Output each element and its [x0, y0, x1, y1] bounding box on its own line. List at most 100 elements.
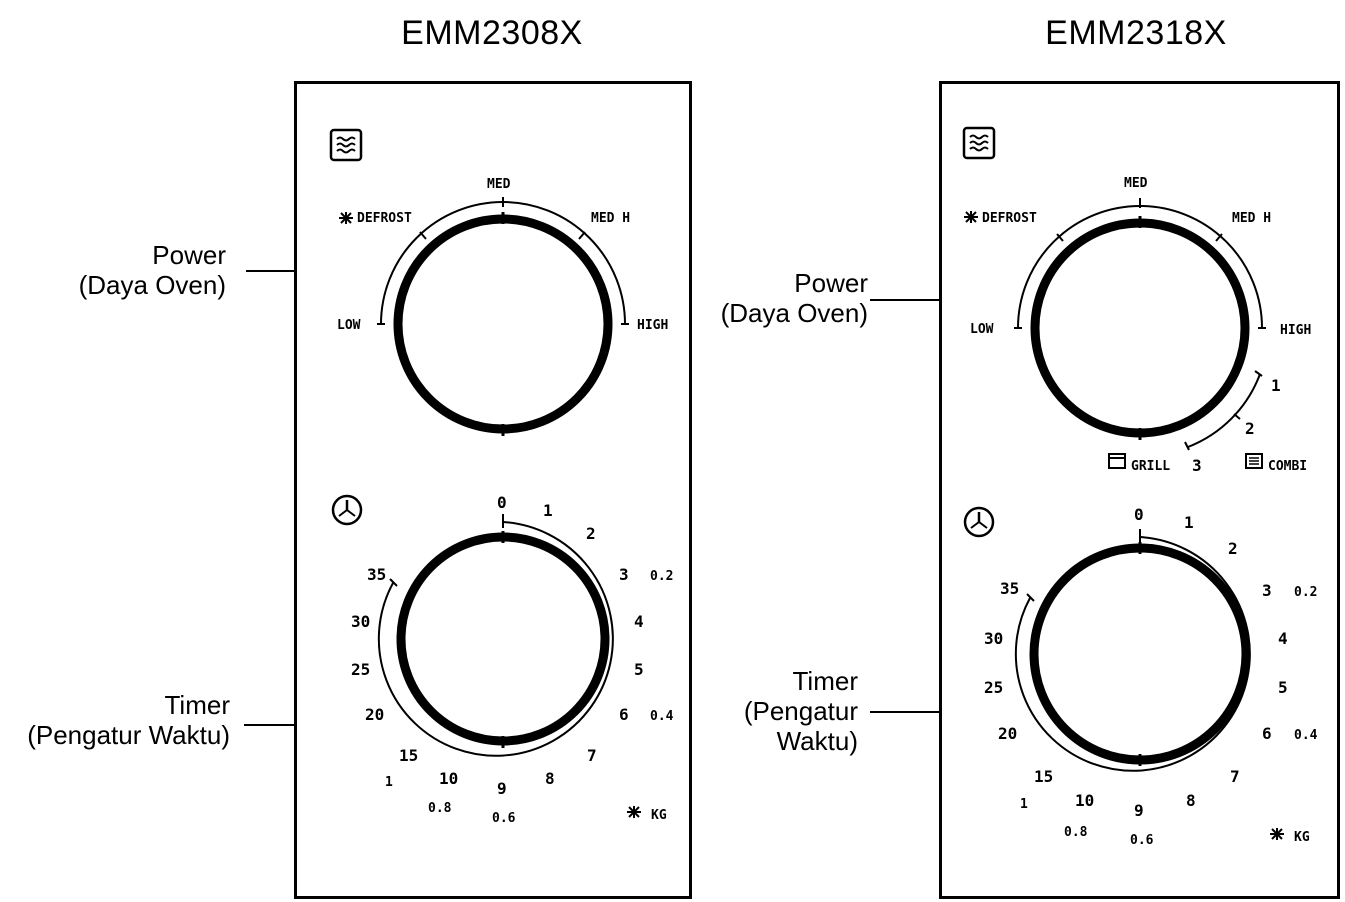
timer-minute: 25 — [351, 660, 370, 679]
grill-icon — [1108, 453, 1126, 469]
timer-sublabel: (Pengatur Waktu) — [27, 720, 230, 750]
timer-minute: 9 — [497, 779, 507, 798]
timer-kg-unit: KG — [1294, 830, 1310, 845]
microwave-icon — [962, 126, 996, 160]
power-medh-label: MED H — [591, 211, 630, 226]
power-dial[interactable]: LOW DEFROST MED MED H HIGH — [337, 177, 668, 436]
timer-scale-arc — [1014, 536, 1251, 772]
timer-knob[interactable] — [396, 532, 610, 746]
power-low-label: LOW — [337, 318, 361, 333]
combi-step-label: 3 — [1192, 456, 1202, 475]
timer-sublabel: (Pengatur — [743, 696, 858, 726]
timer-minute: 5 — [634, 660, 644, 679]
power-callout-1: Power (Daya Oven) — [20, 240, 226, 300]
timer-callout-2: Timer (Pengatur Waktu) — [660, 666, 858, 756]
snowflake-icon — [1270, 828, 1284, 840]
timer-kg-labels: 0.2 0.4 0.6 0.8 1 — [1020, 585, 1318, 848]
power-high-label: HIGH — [637, 318, 668, 333]
microwave-icon — [329, 128, 363, 162]
clock-icon — [963, 506, 995, 538]
timer-kg: 0.4 — [1294, 728, 1318, 743]
combi-step-label: 1 — [1271, 376, 1281, 395]
timer-minute: 8 — [545, 769, 555, 788]
timer-minute: 0 — [497, 493, 507, 512]
snowflake-icon — [339, 212, 353, 224]
combi-icon — [1245, 453, 1263, 469]
timer-minute: 35 — [367, 565, 386, 584]
power-callout-2: Power (Daya Oven) — [660, 268, 868, 328]
snowflake-icon — [964, 211, 978, 223]
timer-minute: 1 — [1184, 513, 1194, 532]
power-label: Power — [794, 268, 868, 298]
power-sublabel: (Daya Oven) — [78, 270, 226, 300]
timer-minute: 15 — [1034, 767, 1053, 786]
timer-minute: 8 — [1186, 791, 1196, 810]
timer-minute: 2 — [586, 524, 596, 543]
snowflake-icon — [627, 806, 641, 818]
timer-label: Timer — [164, 690, 230, 720]
timer-minute: 30 — [984, 629, 1003, 648]
timer-minute: 3 — [619, 565, 629, 584]
control-panel-emm2318x: LOW DEFROST MED MED H HIGH 1 2 3 GRILL C… — [939, 81, 1340, 899]
timer-minute: 20 — [365, 705, 384, 724]
power-leader-2 — [870, 299, 972, 301]
timer-leader-1 — [244, 724, 338, 726]
grill-label: GRILL — [1131, 459, 1170, 474]
timer-minute: 10 — [1075, 791, 1094, 810]
timer-minute: 15 — [399, 746, 418, 765]
timer-kg: 0.8 — [1064, 825, 1088, 840]
combi-scale-arc — [1187, 373, 1261, 448]
timer-minute: 6 — [619, 705, 629, 724]
timer-dial[interactable]: 0 1 2 3 4 5 6 7 8 9 10 15 20 25 30 35 0.… — [351, 493, 674, 826]
timer-kg: 0.6 — [1130, 833, 1154, 848]
timer-callout-1: Timer (Pengatur Waktu) — [0, 690, 230, 750]
power-high-label: HIGH — [1280, 323, 1311, 338]
power-sublabel: (Daya Oven) — [720, 298, 868, 328]
timer-kg: 0.8 — [428, 801, 452, 816]
timer-minute: 2 — [1228, 539, 1238, 558]
timer-minute: 25 — [984, 678, 1003, 697]
timer-minute: 20 — [998, 724, 1017, 743]
combi-label: COMBI — [1268, 459, 1307, 474]
clock-icon — [331, 494, 363, 526]
timer-kg: 1 — [1020, 797, 1028, 812]
timer-minute: 0 — [1134, 505, 1144, 524]
power-low-label: LOW — [970, 322, 994, 337]
timer-kg: 0.2 — [1294, 585, 1317, 600]
power-med-label: MED — [1124, 176, 1148, 191]
power-dial[interactable]: LOW DEFROST MED MED H HIGH 1 2 3 GRILL C… — [964, 176, 1311, 475]
timer-minute: 5 — [1278, 678, 1288, 697]
timer-minute: 9 — [1134, 801, 1144, 820]
timer-minute: 3 — [1262, 581, 1272, 600]
timer-kg: 1 — [385, 775, 393, 790]
timer-minute: 4 — [1278, 629, 1288, 648]
timer-dial[interactable]: 0 1 2 3 4 5 6 7 8 9 10 15 20 25 30 35 0.… — [984, 505, 1318, 848]
timer-minute: 1 — [543, 501, 553, 520]
control-panel-emm2308x: LOW DEFROST MED MED H HIGH 0 1 — [294, 81, 692, 899]
timer-leader-2 — [870, 711, 966, 713]
timer-label: Timer — [792, 666, 858, 696]
timer-kg-unit: KG — [651, 808, 667, 823]
model-title-2: EMM2318X — [1045, 14, 1227, 52]
timer-minute: 30 — [351, 612, 370, 631]
timer-minute: 7 — [1230, 767, 1240, 786]
timer-kg: 0.2 — [650, 569, 673, 584]
timer-knob[interactable] — [1029, 543, 1251, 765]
timer-sublabel-2: Waktu) — [776, 726, 858, 756]
power-label: Power — [152, 240, 226, 270]
power-knob[interactable] — [1030, 218, 1250, 438]
timer-kg: 0.6 — [492, 811, 516, 826]
power-defrost-label: DEFROST — [357, 211, 412, 226]
power-knob[interactable] — [393, 214, 613, 434]
timer-minute: 7 — [587, 746, 597, 765]
panel-drawing: LOW DEFROST MED MED H HIGH 0 1 — [329, 128, 674, 826]
timer-minute: 6 — [1262, 724, 1272, 743]
timer-minute-labels: 0 1 2 3 4 5 6 7 8 9 10 15 20 25 30 35 — [351, 493, 644, 798]
timer-kg-labels: 0.2 0.4 0.6 0.8 1 — [385, 569, 674, 826]
timer-minute-labels: 0 1 2 3 4 5 6 7 8 9 10 15 20 25 30 35 — [984, 505, 1288, 820]
panel-drawing: LOW DEFROST MED MED H HIGH 1 2 3 GRILL C… — [962, 126, 1318, 848]
power-defrost-label: DEFROST — [982, 211, 1037, 226]
power-medh-label: MED H — [1232, 211, 1271, 226]
timer-scale-arc — [377, 521, 614, 757]
timer-minute: 10 — [439, 769, 458, 788]
